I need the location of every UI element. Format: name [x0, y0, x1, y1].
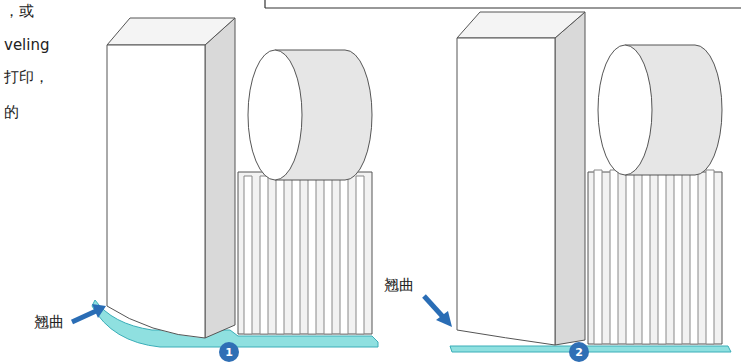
support-fin: [674, 170, 682, 344]
support-fin: [706, 170, 714, 344]
callout-number: 2: [575, 346, 583, 359]
support-fin: [658, 170, 666, 344]
support-fin: [260, 176, 268, 334]
support-fin: [324, 176, 332, 334]
support-fin: [308, 176, 316, 334]
table-border: [265, 0, 741, 8]
support-fin: [642, 170, 650, 344]
support-fin: [244, 176, 252, 334]
text-fragment: 的: [4, 103, 19, 121]
support-fin: [610, 170, 618, 344]
callout-circle: 2: [569, 342, 589, 362]
support-fin: [594, 170, 602, 344]
pointer-arrows: [72, 296, 452, 327]
support-fin: [690, 170, 698, 344]
warp-label: 翘曲: [384, 276, 414, 294]
model-one: [92, 18, 378, 347]
model-two: [450, 12, 731, 352]
text-fragment: 打印，: [4, 68, 49, 86]
text-fragment: ，或: [4, 2, 34, 20]
support-fin: [356, 176, 364, 334]
support-fin: [626, 170, 634, 344]
warp-label: 翘曲: [34, 313, 64, 331]
callout-circle: 1: [219, 342, 239, 362]
text-fragment: veling: [4, 36, 49, 54]
callout-number: 1: [225, 346, 233, 359]
support-fin: [276, 176, 284, 334]
support-fin: [292, 176, 300, 334]
support-fin: [340, 176, 348, 334]
